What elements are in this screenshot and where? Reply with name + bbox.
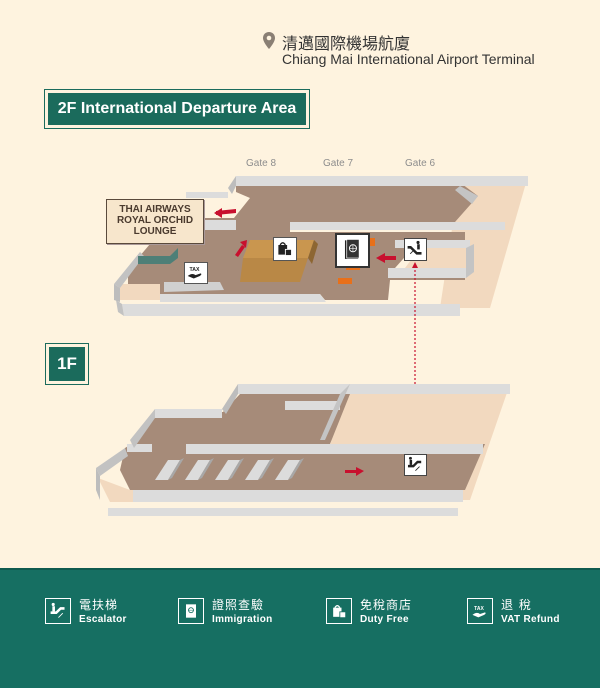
floor-plan-map (96, 176, 528, 516)
floor-1f-plan (96, 384, 510, 516)
lounge-line-2: ROYAL ORCHID (116, 215, 194, 226)
legend-duty-free: 免稅商店 Duty Free (326, 598, 412, 627)
passport-icon (186, 604, 196, 618)
terminal-title-en: Chiang Mai International Airport Termina… (282, 51, 535, 67)
floor-2f-label: 2F International Departure Area (44, 89, 310, 129)
legend-vat-refund: TAX 退 稅 VAT Refund (467, 598, 560, 627)
legend-duty-free-en: Duty Free (360, 614, 409, 625)
terminal-title-zh: 清邁國際機場航廈 (282, 34, 411, 53)
gate-7-label: Gate 7 (323, 158, 354, 169)
legend-immigration-en: Immigration (212, 614, 273, 625)
duty-free-marker[interactable] (273, 237, 297, 261)
escalator-icon (407, 456, 422, 471)
svg-text:TAX: TAX (189, 267, 200, 273)
immigration-marker[interactable] (335, 233, 370, 268)
legend-immigration: 證照查驗 Immigration (178, 598, 273, 627)
lounge-line-1: THAI AIRWAYS (119, 204, 191, 215)
checkin-counters (155, 458, 304, 480)
legend-vat-refund-zh: 退 稅 (501, 598, 532, 612)
svg-text:TAX: TAX (474, 605, 484, 611)
legend-vat-refund-en: VAT Refund (501, 614, 560, 625)
gate-6-label: Gate 6 (405, 158, 436, 169)
legend-duty-free-zh: 免稅商店 (360, 598, 413, 612)
gate-8-label: Gate 8 (246, 158, 277, 169)
legend-escalator: 電扶梯 Escalator (45, 598, 127, 627)
royal-orchid-lounge-sign[interactable]: THAI AIRWAYS ROYAL ORCHID LOUNGE (106, 199, 204, 244)
map-pin-icon (263, 32, 275, 49)
escalator-marker-1f[interactable] (404, 454, 427, 476)
route-arrow (214, 208, 396, 263)
shopping-bag-icon (333, 604, 347, 619)
floor-1f-label: 1F (45, 343, 89, 385)
legend-escalator-zh: 電扶梯 (79, 598, 119, 612)
legend-escalator-en: Escalator (79, 614, 127, 625)
tax-refund-icon: TAX (187, 267, 202, 279)
escalator-marker-2f[interactable] (404, 238, 427, 261)
tax-refund-icon: TAX (472, 605, 486, 617)
legend-immigration-zh: 證照查驗 (212, 598, 265, 612)
tax-refund-marker[interactable]: TAX (184, 262, 208, 284)
escalator-icon (50, 602, 65, 618)
lounge-line-3: LOUNGE (133, 226, 177, 237)
passport-icon (344, 239, 360, 259)
escalator-icon (407, 240, 422, 255)
legend-bar: 電扶梯 Escalator 證照查驗 Immigration 免稅商店 Duty Fr… (0, 568, 600, 688)
shopping-bag-icon (278, 242, 292, 256)
